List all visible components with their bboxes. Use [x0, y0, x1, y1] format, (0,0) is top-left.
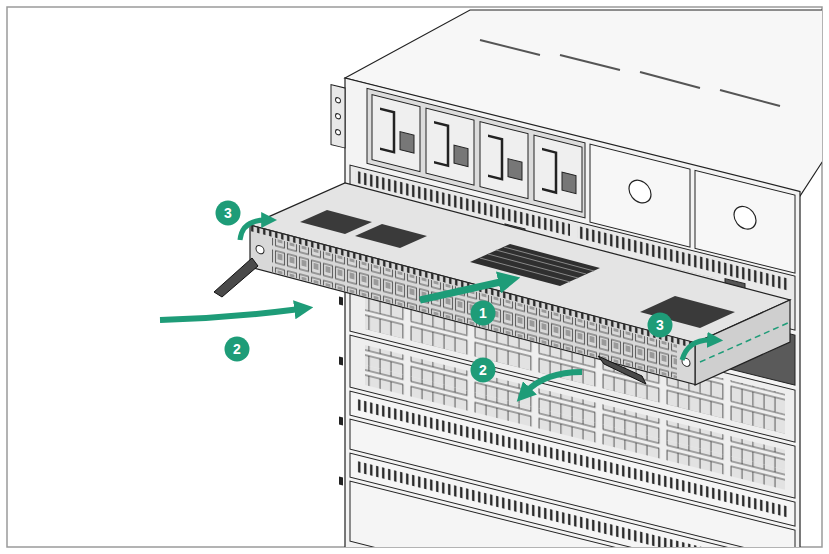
- psu: [372, 95, 420, 172]
- mount-hole: [336, 113, 341, 119]
- guide-line: [700, 322, 790, 362]
- insert-arrow: [420, 281, 505, 300]
- psu-plug: [508, 159, 522, 180]
- heatsink: [300, 210, 372, 234]
- panel-hole: [629, 178, 651, 205]
- mount-hole: [336, 97, 341, 103]
- lever-arrow: [160, 309, 300, 320]
- mount-ear: [331, 85, 345, 148]
- callout-disc: [648, 313, 673, 338]
- callout-disc: [471, 301, 496, 326]
- screw-arrow: [682, 340, 712, 360]
- ejector-lever: [598, 356, 646, 384]
- chassis-top-vents: [480, 40, 780, 106]
- callout-discs: [216, 201, 673, 383]
- card-end: [695, 300, 790, 385]
- heatsink-fins: [480, 247, 594, 282]
- callout-number: 1: [471, 301, 495, 325]
- captive-screw: [256, 245, 264, 255]
- psu-plug: [400, 132, 414, 153]
- callout-number: 3: [216, 201, 240, 225]
- callout-disc: [216, 201, 241, 226]
- psu-plug: [562, 172, 576, 193]
- callout-disc: [225, 337, 250, 362]
- card-faceplate: [250, 225, 695, 385]
- callout-number: 3: [648, 313, 672, 337]
- panel-hole: [734, 204, 756, 231]
- screw-arrow: [240, 220, 266, 240]
- heatsink: [470, 244, 600, 286]
- psu-plug: [454, 145, 468, 166]
- card-ports: [272, 238, 677, 379]
- callout-number: 2: [471, 358, 495, 382]
- mount-hole: [336, 129, 341, 135]
- lever-arrow: [526, 372, 582, 392]
- callout-disc: [471, 358, 496, 383]
- blank-slot: [350, 481, 795, 547]
- chassis-layer: [214, 10, 822, 547]
- card-front: [250, 225, 695, 385]
- motion-arrows: [160, 220, 712, 392]
- callout-number: 2: [225, 337, 249, 361]
- psu: [480, 122, 528, 199]
- heatsink: [355, 224, 427, 248]
- psu: [534, 135, 582, 212]
- ejector-lever: [214, 258, 258, 297]
- card-vents: [250, 225, 695, 349]
- psu: [426, 108, 474, 185]
